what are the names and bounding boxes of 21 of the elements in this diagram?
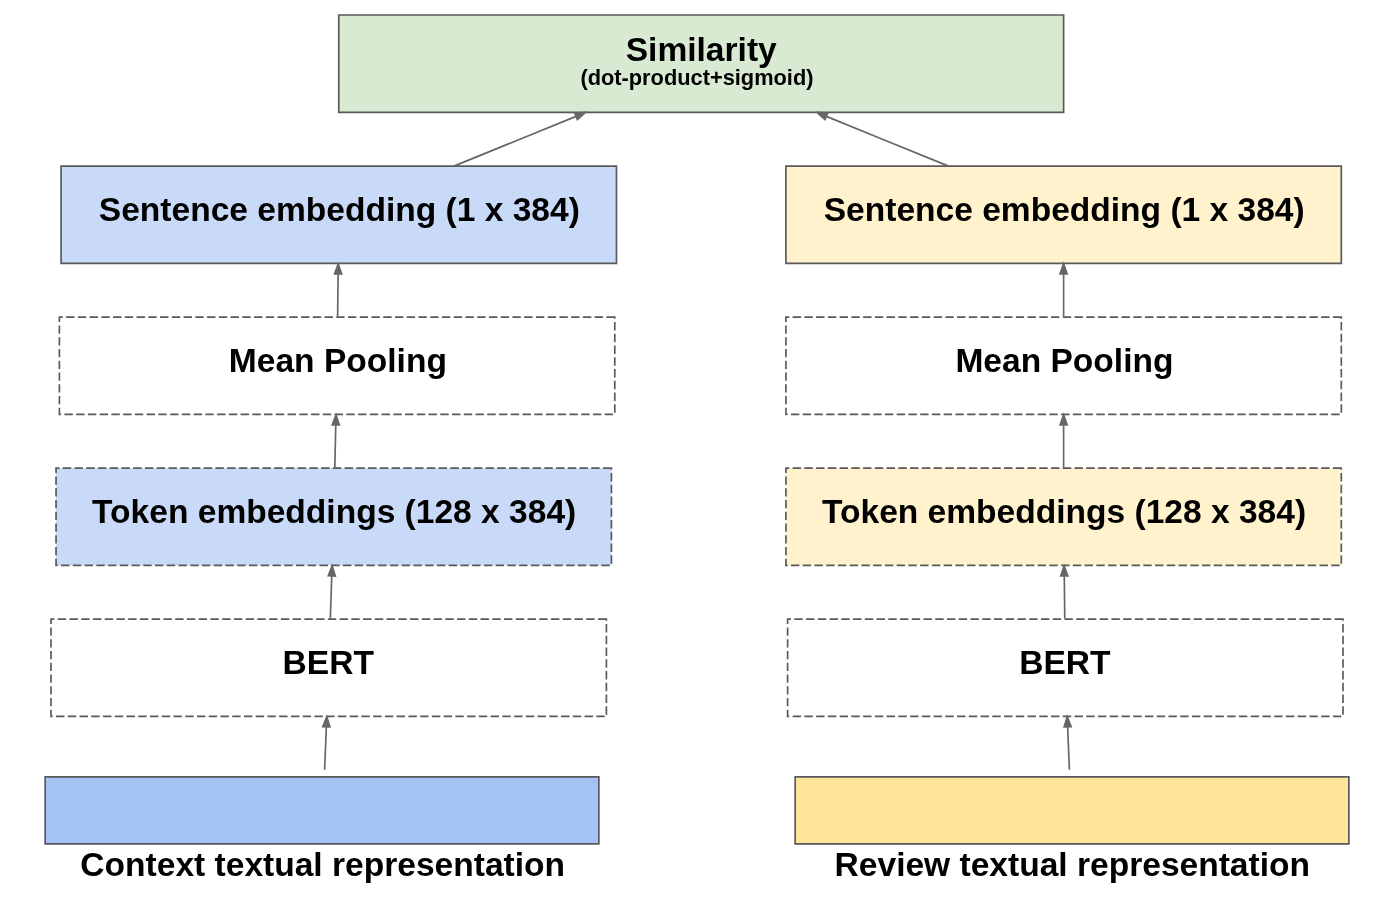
arrow: [326, 563, 336, 620]
arrow: [814, 111, 949, 167]
arrow: [321, 714, 331, 771]
arrow: [1058, 261, 1068, 318]
node-box: BERT: [786, 618, 1344, 718]
node-box: Similarity (dot-product+sigmoid): [337, 14, 1064, 114]
node-box: Token embeddings (128 x 384): [54, 467, 612, 567]
arrow: [332, 261, 343, 318]
node-box: Sentence embedding (1 x 384): [59, 165, 617, 265]
arrow: [1062, 714, 1072, 771]
node-label: Review textual representation: [834, 845, 1310, 883]
arrow: [1058, 412, 1068, 469]
arrow: [453, 111, 588, 167]
node-box: Sentence embedding (1 x 384): [784, 165, 1342, 265]
node-box: Mean Pooling: [58, 316, 616, 416]
node-box: BERT: [49, 618, 607, 718]
node-box: Mean Pooling: [784, 316, 1342, 416]
node-box: Token embeddings (128 x 384): [784, 467, 1342, 567]
arrow: [1059, 563, 1069, 620]
node-label: Context textual representation: [79, 845, 565, 883]
arrow: [330, 412, 340, 469]
